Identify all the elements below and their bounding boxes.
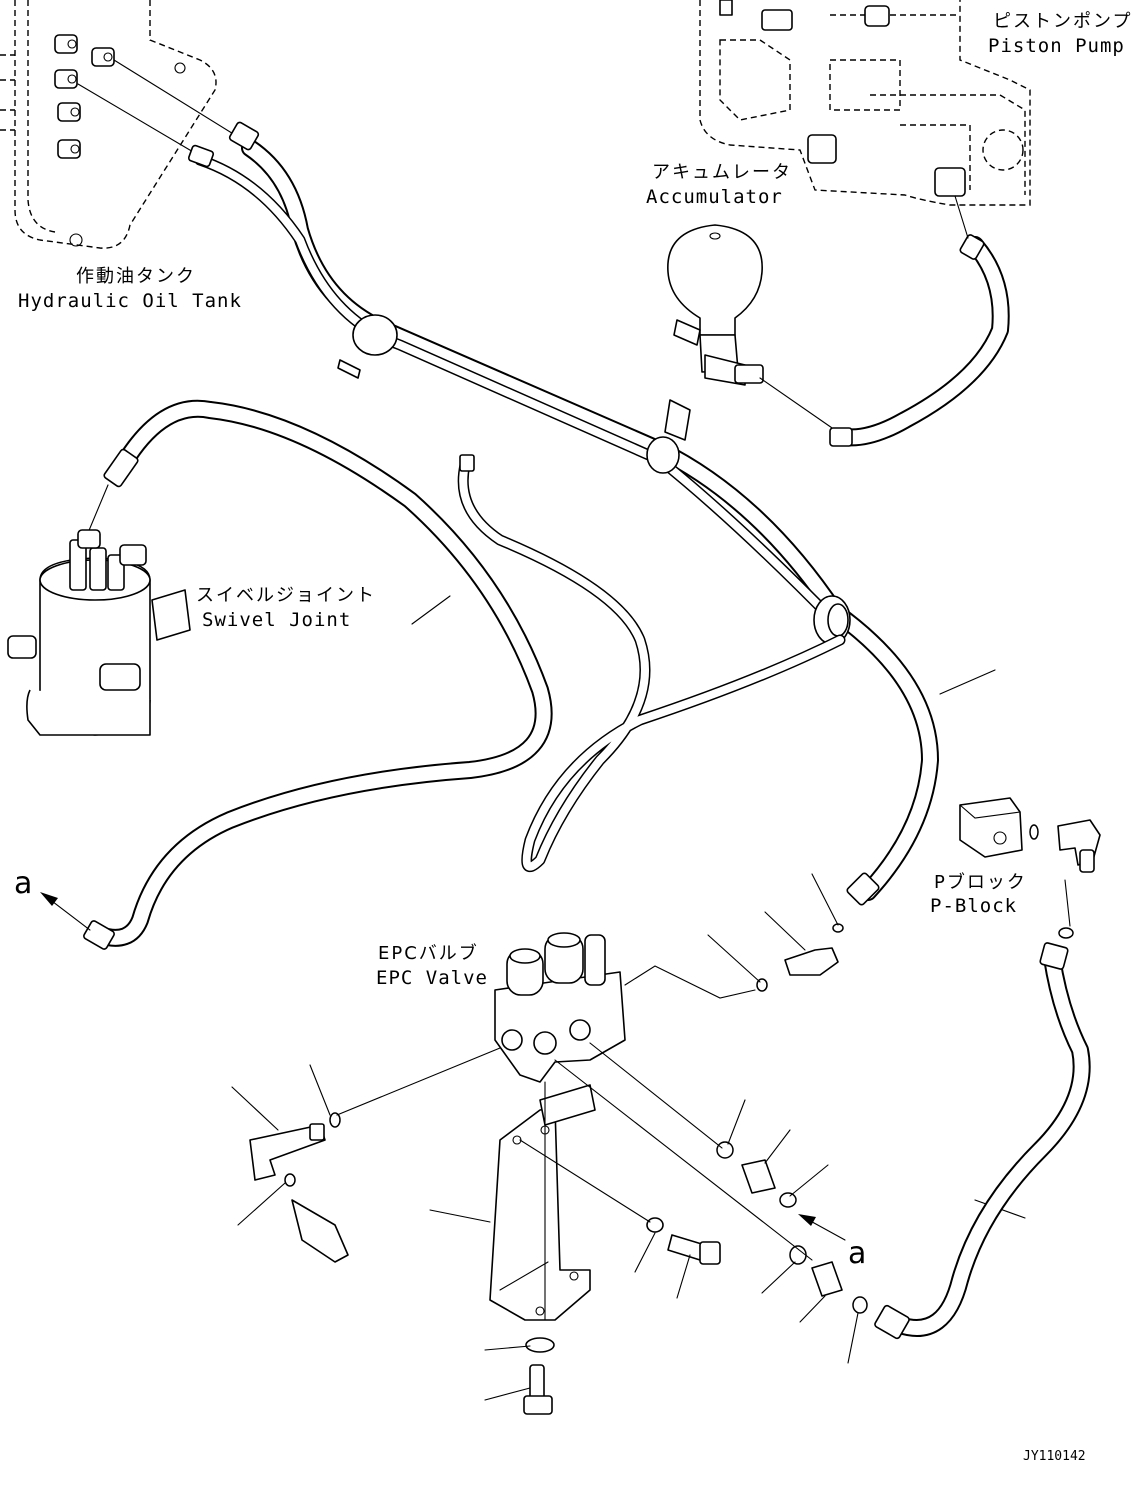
main-return-tube xyxy=(187,121,939,906)
accumulator-hose xyxy=(829,234,1010,447)
o-rings xyxy=(284,824,1074,1314)
accumulator xyxy=(667,224,764,386)
washer-bolt xyxy=(646,1217,664,1233)
hydraulic-tank-label-en: Hydraulic Oil Tank xyxy=(18,290,242,312)
straight-fitting-upper xyxy=(741,1159,776,1194)
epc-valve-label-en: EPC Valve xyxy=(376,967,488,989)
bolt-bottom xyxy=(523,1364,553,1415)
swivel-hose xyxy=(83,399,553,950)
connection-mark-right: a xyxy=(848,1236,866,1271)
elbow-fitting-right xyxy=(784,947,839,976)
plug-fitting-left xyxy=(291,1199,349,1263)
connection-arrow-right xyxy=(798,1214,846,1241)
drawing-code: JY110142 xyxy=(1023,1449,1086,1464)
hydraulic-tank-label-jp: 作動油タンク xyxy=(76,266,196,287)
tube-clamp-middle xyxy=(646,399,691,474)
piston-pump-label-en: Piston Pump xyxy=(988,35,1125,57)
valve-bracket xyxy=(489,1081,596,1321)
swivel-joint-label-jp: スイベルジョイント xyxy=(196,585,376,606)
p-block-label-jp: Pブロック xyxy=(934,871,1027,893)
connection-arrow-left xyxy=(40,892,91,931)
straight-fitting-lower xyxy=(811,1261,843,1297)
piston-pump-label-jp: ピストンポンプ xyxy=(993,11,1132,32)
elbow-fitting-left xyxy=(249,1123,326,1181)
p-block-elbow-fitting xyxy=(1057,819,1101,873)
tube-grommet xyxy=(813,595,851,645)
accumulator-label-jp: アキュムレータ xyxy=(652,162,792,183)
p-block-hose xyxy=(874,942,1091,1340)
hydraulic-oil-tank xyxy=(0,0,217,249)
drain-tube xyxy=(457,454,846,873)
epc-valve-label-jp: EPCバルブ xyxy=(378,942,479,964)
p-block xyxy=(959,797,1023,858)
tube-clamp-upper xyxy=(337,314,398,379)
epc-valve xyxy=(494,932,626,1083)
tank-port-fittings xyxy=(54,34,115,159)
piston-pump xyxy=(699,0,1031,206)
washer-bottom xyxy=(525,1337,555,1353)
p-block-label-en: P-Block xyxy=(930,895,1017,917)
bolt-bracket xyxy=(667,1234,721,1265)
connection-mark-left: a xyxy=(14,866,32,901)
swivel-joint xyxy=(7,529,191,736)
swivel-joint-label-en: Swivel Joint xyxy=(202,609,351,631)
accumulator-label-en: Accumulator xyxy=(646,186,783,208)
